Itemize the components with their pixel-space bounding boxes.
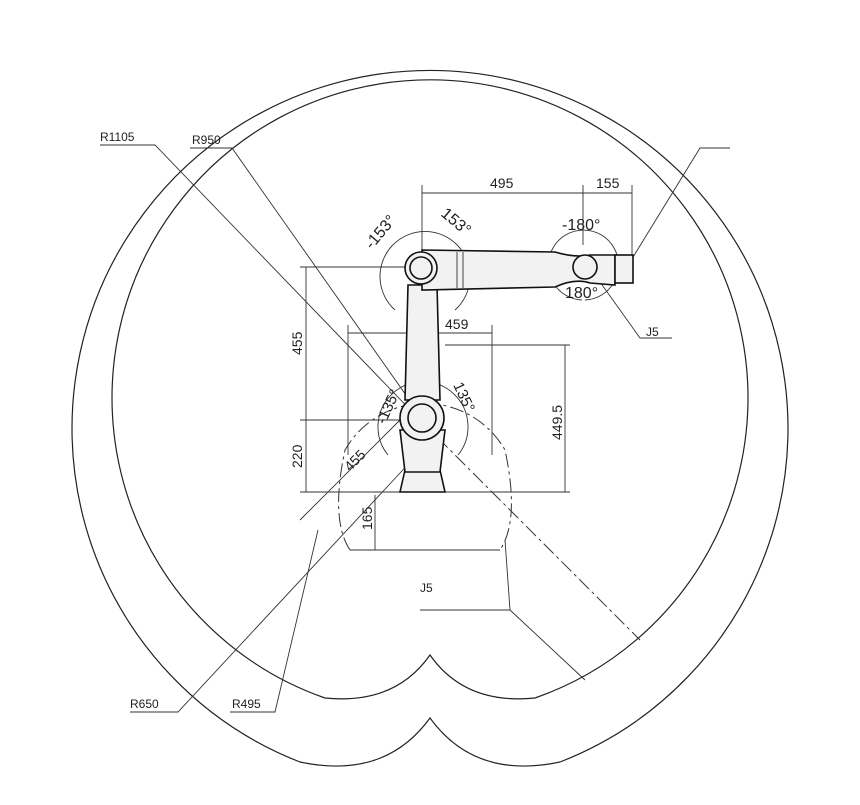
dim-220: 220 [289,444,305,468]
angle-180: 180° [565,285,598,302]
dim-449-5: 449.5 [549,405,565,440]
dimension-lines [300,185,633,550]
inner-envelope-r950 [111,79,749,700]
angle-minus-180: -180° [562,217,600,234]
dim-155: 155 [596,175,620,191]
label-r495: R495 [232,697,261,711]
label-j5-center: J5 [420,581,433,595]
label-j5-right: J5 [646,325,659,339]
label-r950: R950 [192,133,221,147]
dim-495: 495 [490,175,514,191]
angle-minus-153: -153° [362,212,400,252]
robot-arm [398,249,634,493]
dim-459: 459 [445,316,469,332]
base-envelope [338,403,512,551]
label-r1105: R1105 [100,130,135,144]
angle-135: 135° [449,380,478,415]
dim-455-vertical: 455 [289,331,305,355]
angle-153: 153° [437,205,473,239]
dim-165: 165 [359,506,375,530]
leader-lines [100,144,730,713]
outer-envelope-r1105 [71,69,789,767]
label-r650: R650 [130,697,159,711]
